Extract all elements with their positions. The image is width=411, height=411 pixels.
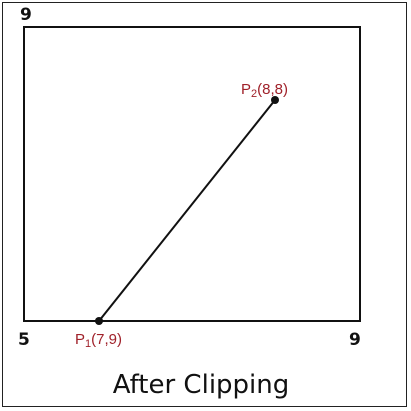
point-p1-label: P1(7,9) [75,331,122,350]
clipping-window [23,26,361,322]
point-p2-letter: P [241,81,251,98]
point-p1-marker [95,317,103,325]
point-p2-marker [271,96,279,104]
corner-label-bottom-right: 9 [349,330,361,350]
point-p1-subscript: 1 [85,338,91,350]
point-p1-coords: (7,9) [91,331,122,348]
figure-frame [2,2,407,407]
point-p2-coords: (8,8) [257,81,288,98]
corner-label-bottom-left: 5 [18,330,30,350]
point-p1-letter: P [75,331,85,348]
figure-caption: After Clipping [113,370,290,400]
clipped-line-segment [98,99,276,322]
corner-label-top-left: 9 [20,5,32,25]
point-p2-label: P2(8,8) [241,81,288,100]
point-p2-subscript: 2 [251,88,257,100]
